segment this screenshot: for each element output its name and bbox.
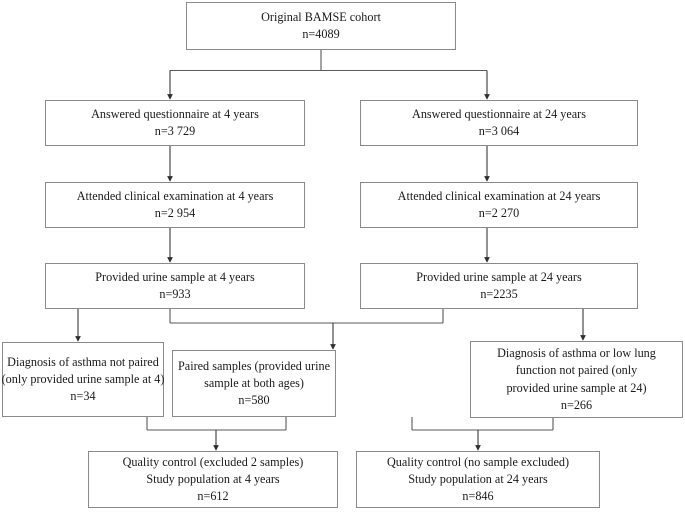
node-count: n=846: [462, 489, 494, 504]
node-count: n=2235: [480, 287, 518, 301]
node-line: Study population at 4 years: [146, 471, 280, 486]
node-paired-samples: Paired samples (provided urine sample at…: [172, 350, 336, 417]
node-line: Quality control (no sample excluded): [386, 454, 570, 469]
node-original-cohort: Original BAMSE cohort n=4089: [186, 2, 456, 50]
node-provided-urine-sample-24: Provided urine sample at 24 years n=2235: [360, 263, 638, 309]
node-line: Answered questionnaire at 4 years: [91, 106, 259, 121]
node-line: Attended clinical examination at 24 year…: [397, 188, 601, 203]
node-line: Original BAMSE cohort: [261, 9, 381, 24]
node-count: n=612: [197, 489, 229, 504]
node-count: n=580: [238, 393, 270, 408]
node-line: sample at both ages): [204, 375, 304, 390]
node-line: provided urine sample at 24): [506, 380, 647, 395]
node-line: Paired samples (provided urine: [178, 358, 330, 373]
node-answered-questionnaire-24: Answered questionnaire at 24 years n=3 0…: [360, 100, 638, 146]
node-line: Diagnosis of asthma or low lung: [497, 345, 656, 360]
node-line: Quality control (excluded 2 samples): [122, 454, 304, 469]
node-line: Diagnosis of asthma not paired: [7, 354, 159, 369]
node-count: n=3 064: [478, 124, 520, 138]
node-count: n=3 729: [154, 124, 196, 138]
node-attended-clinical-examination-4: Attended clinical examination at 4 years…: [45, 182, 305, 228]
node-count: n=2 270: [478, 206, 520, 220]
node-count: n=34: [70, 389, 96, 404]
node-line: Study population at 24 years: [408, 471, 548, 486]
node-quality-control-4: Quality control (excluded 2 samples) Stu…: [88, 451, 338, 508]
node-line: Provided urine sample at 4 years: [95, 269, 255, 284]
node-line: Provided urine sample at 24 years: [416, 269, 582, 284]
node-count: n=266: [560, 397, 593, 412]
node-attended-clinical-examination-24: Attended clinical examination at 24 year…: [360, 182, 638, 228]
node-count: n=933: [159, 287, 191, 301]
node-line: function not paired (only: [515, 363, 638, 378]
node-quality-control-24: Quality control (no sample excluded) Stu…: [356, 451, 600, 508]
node-diagnosis-not-paired-4: Diagnosis of asthma not paired (only pro…: [2, 342, 164, 417]
node-provided-urine-sample-4: Provided urine sample at 4 years n=933: [45, 263, 305, 309]
node-count: n=4089: [302, 27, 340, 41]
node-line: Attended clinical examination at 4 years: [76, 188, 274, 203]
node-count: n=2 954: [154, 206, 196, 220]
node-line: Answered questionnaire at 24 years: [412, 106, 586, 121]
node-line: (only provided urine sample at 4): [1, 371, 165, 386]
node-answered-questionnaire-4: Answered questionnaire at 4 years n=3 72…: [45, 100, 305, 146]
node-diagnosis-not-paired-24: Diagnosis of asthma or low lung function…: [470, 341, 683, 418]
